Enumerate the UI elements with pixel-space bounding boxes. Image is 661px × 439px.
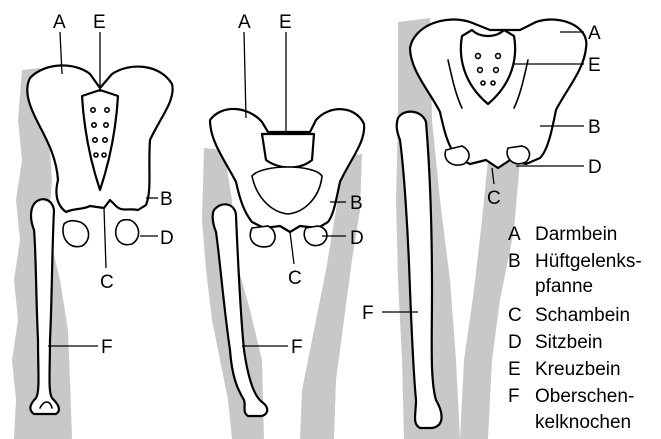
legend-text-f: Oberschen-	[535, 386, 634, 407]
label-f-fig2: F	[291, 337, 303, 358]
label-d-fig1: D	[160, 228, 174, 249]
figure-2-obturator-left	[250, 226, 275, 247]
legend-text-a: Darmbein	[535, 224, 617, 245]
legend-key-f: F	[508, 386, 520, 407]
legend-text-b-line2: pfanne	[535, 276, 593, 297]
legend-key-c: C	[508, 305, 522, 326]
label-e-fig3: E	[588, 55, 601, 76]
figure-1-obturator-right	[116, 220, 139, 245]
label-a-fig2: A	[238, 12, 251, 33]
label-b-fig2: B	[350, 193, 363, 214]
label-e-fig1: E	[93, 12, 106, 33]
label-a-fig3: A	[588, 23, 601, 44]
legend-key-e: E	[508, 359, 521, 380]
legend-text-d: Sitzbein	[535, 332, 603, 353]
figure-1	[12, 65, 173, 439]
label-f-fig1: F	[101, 337, 113, 358]
legend-text-f-line2: kelknochen	[535, 412, 631, 433]
figure-3-obturator-right	[507, 146, 529, 164]
label-c-fig1: C	[100, 272, 114, 293]
legend: A Darmbein B Hüftgelenks- pfanne C Scham…	[508, 224, 642, 433]
figure-2-sacrum	[262, 134, 314, 168]
figure-3-obturator-left	[445, 146, 469, 165]
legend-text-e: Kreuzbein	[535, 359, 621, 380]
legend-key-a: A	[508, 224, 521, 245]
legend-text-c: Schambein	[535, 305, 630, 326]
legend-key-b: B	[508, 251, 521, 272]
label-f-fig3: F	[362, 303, 374, 324]
legend-key-d: D	[508, 332, 522, 353]
label-c-fig2: C	[288, 268, 302, 289]
figure-2	[202, 109, 364, 439]
label-c-fig3: C	[487, 188, 501, 209]
label-d-fig3: D	[588, 157, 602, 178]
label-b-fig1: B	[160, 189, 173, 210]
figure-1-obturator-left	[63, 221, 89, 247]
label-d-fig2: D	[350, 228, 364, 249]
label-b-fig3: B	[588, 117, 601, 138]
legend-text-b: Hüftgelenks-	[535, 251, 642, 272]
label-e-fig2: E	[279, 12, 292, 33]
label-a-fig1: A	[53, 12, 66, 33]
